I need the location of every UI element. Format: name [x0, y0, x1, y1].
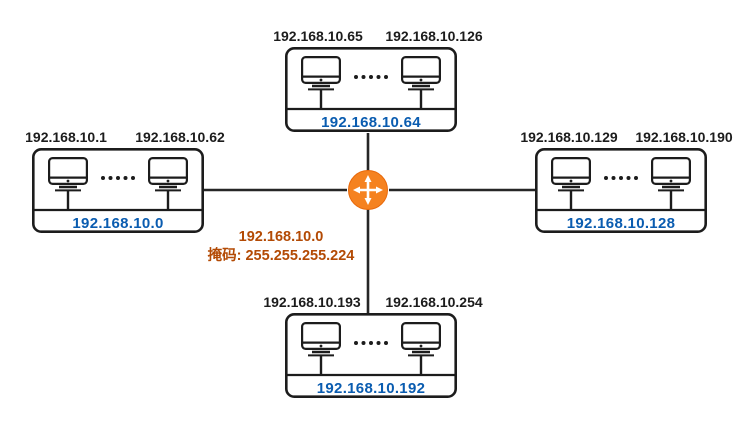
router-network-info: 192.168.10.0 掩码: 255.255.255.224: [208, 229, 355, 264]
host-last-label: 192.168.10.126: [385, 28, 483, 44]
network-address-label: 192.168.10.128: [567, 215, 675, 232]
host-first-label: 192.168.10.193: [263, 294, 361, 310]
router-network-label: 192.168.10.0: [239, 229, 324, 245]
router-mask-label: 掩码: 255.255.255.224: [208, 246, 355, 264]
host-last-label: 192.168.10.190: [635, 129, 733, 145]
router-arrows: [353, 175, 383, 205]
host-first-label: 192.168.10.129: [520, 129, 618, 145]
router: [348, 170, 388, 210]
network-address-label: 192.168.10.192: [317, 380, 425, 397]
host-last-label: 192.168.10.254: [385, 294, 483, 310]
subnet-left: 192.168.10.1 192.168.10.62 192.168.10.0: [25, 129, 225, 232]
subnet-bottom: 192.168.10.193 192.168.10.254 192.168.10…: [263, 294, 483, 397]
subnet-top: 192.168.10.65 192.168.10.126 192.168.10.…: [273, 28, 483, 131]
network-address-label: 192.168.10.0: [72, 215, 163, 232]
host-first-label: 192.168.10.1: [25, 129, 107, 145]
connection-lines: [204, 133, 535, 313]
host-first-label: 192.168.10.65: [273, 28, 363, 44]
host-last-label: 192.168.10.62: [135, 129, 225, 145]
network-address-label: 192.168.10.64: [321, 114, 421, 131]
subnet-right: 192.168.10.129 192.168.10.190 192.168.10…: [520, 129, 733, 232]
